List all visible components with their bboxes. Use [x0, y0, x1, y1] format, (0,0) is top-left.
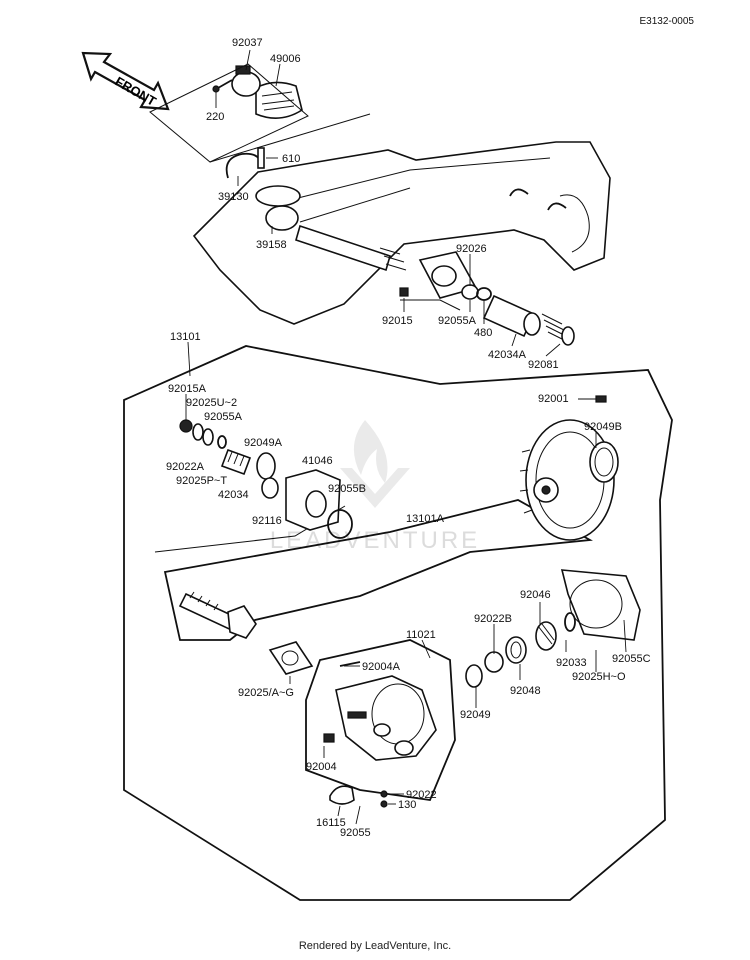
filler-cap — [329, 785, 388, 808]
part-label-480: 480 — [474, 327, 492, 339]
part-label-92015: 92015 — [382, 315, 413, 327]
shim-plate — [268, 641, 314, 675]
bearing-seal-stack — [179, 419, 279, 499]
part-label-92022: 92022 — [406, 789, 437, 801]
bearing-stack-right — [465, 621, 557, 688]
part-label-92004: 92004 — [306, 761, 337, 773]
part-label-92033: 92033 — [556, 657, 587, 669]
part-label-42034: 42034 — [218, 489, 249, 501]
case-cover — [560, 569, 641, 641]
part-label-11021: 11021 — [406, 629, 436, 641]
pinion-gear — [178, 591, 257, 639]
part-label-92022b: 92022B — [474, 613, 512, 625]
part-label-92015a: 92015A — [168, 383, 207, 395]
watermark-logo — [340, 420, 410, 508]
part-label-92025ag: 92025/A~G — [238, 687, 294, 699]
diagram-code: E3132-0005 — [639, 16, 695, 27]
part-label-92055: 92055 — [340, 827, 371, 839]
part-label-92116: 92116 — [252, 515, 282, 527]
part-label-130: 130 — [398, 799, 416, 811]
part-label-610: 610 — [282, 153, 300, 165]
part-label-92081: 92081 — [528, 359, 559, 371]
part-label-92025u: 92025U~2 — [186, 397, 237, 409]
part-label-92049a: 92049A — [244, 437, 283, 449]
pinion-group-boundary — [163, 499, 593, 641]
bearing-housing — [285, 469, 353, 539]
part-label-92046: 92046 — [520, 589, 551, 601]
part-label-92048: 92048 — [510, 685, 541, 697]
assembly-13101-boundary — [123, 345, 673, 901]
part-label-92001: 92001 — [538, 393, 569, 405]
part-label-39130: 39130 — [218, 191, 249, 203]
part-label-92055a-top: 92055A — [438, 315, 477, 327]
part-label-92055a: 92055A — [204, 411, 243, 423]
part-label-39158: 39158 — [256, 239, 287, 251]
part-label-92025ho: 92025H~O — [572, 671, 626, 683]
part-label-92055b: 92055B — [328, 483, 366, 495]
part-label-41046: 41046 — [302, 455, 333, 467]
footer-credit: Rendered by LeadVenture, Inc. — [298, 940, 452, 952]
part-label-92037: 92037 — [232, 37, 263, 49]
part-label-92049b: 92049B — [584, 421, 622, 433]
gear-case — [323, 661, 437, 761]
case-group-boundary — [305, 639, 456, 801]
part-labels: 92037 49006 220 610 39130 39158 92026 92… — [166, 37, 651, 839]
part-label-92055c: 92055C — [612, 653, 651, 665]
part-label-13101: 13101 — [170, 331, 201, 343]
leader-lines — [185, 49, 627, 825]
part-label-92049: 92049 — [460, 709, 491, 721]
part-label-49006: 49006 — [270, 53, 301, 65]
part-label-92026: 92026 — [456, 243, 487, 255]
part-label-16115: 16115 — [316, 817, 346, 829]
swingarm-assembly — [149, 63, 611, 346]
part-label-92004a: 92004A — [362, 661, 401, 673]
part-label-92025p: 92025P~T — [176, 475, 227, 487]
part-label-92022a: 92022A — [166, 461, 205, 473]
watermark-text: LEADVENTURE — [270, 527, 480, 554]
ring-gear — [519, 395, 619, 541]
front-arrow-icon — [81, 51, 170, 111]
part-label-220: 220 — [206, 111, 224, 123]
part-label-13101a: 13101A — [406, 513, 445, 525]
part-label-42034a: 42034A — [488, 349, 527, 361]
